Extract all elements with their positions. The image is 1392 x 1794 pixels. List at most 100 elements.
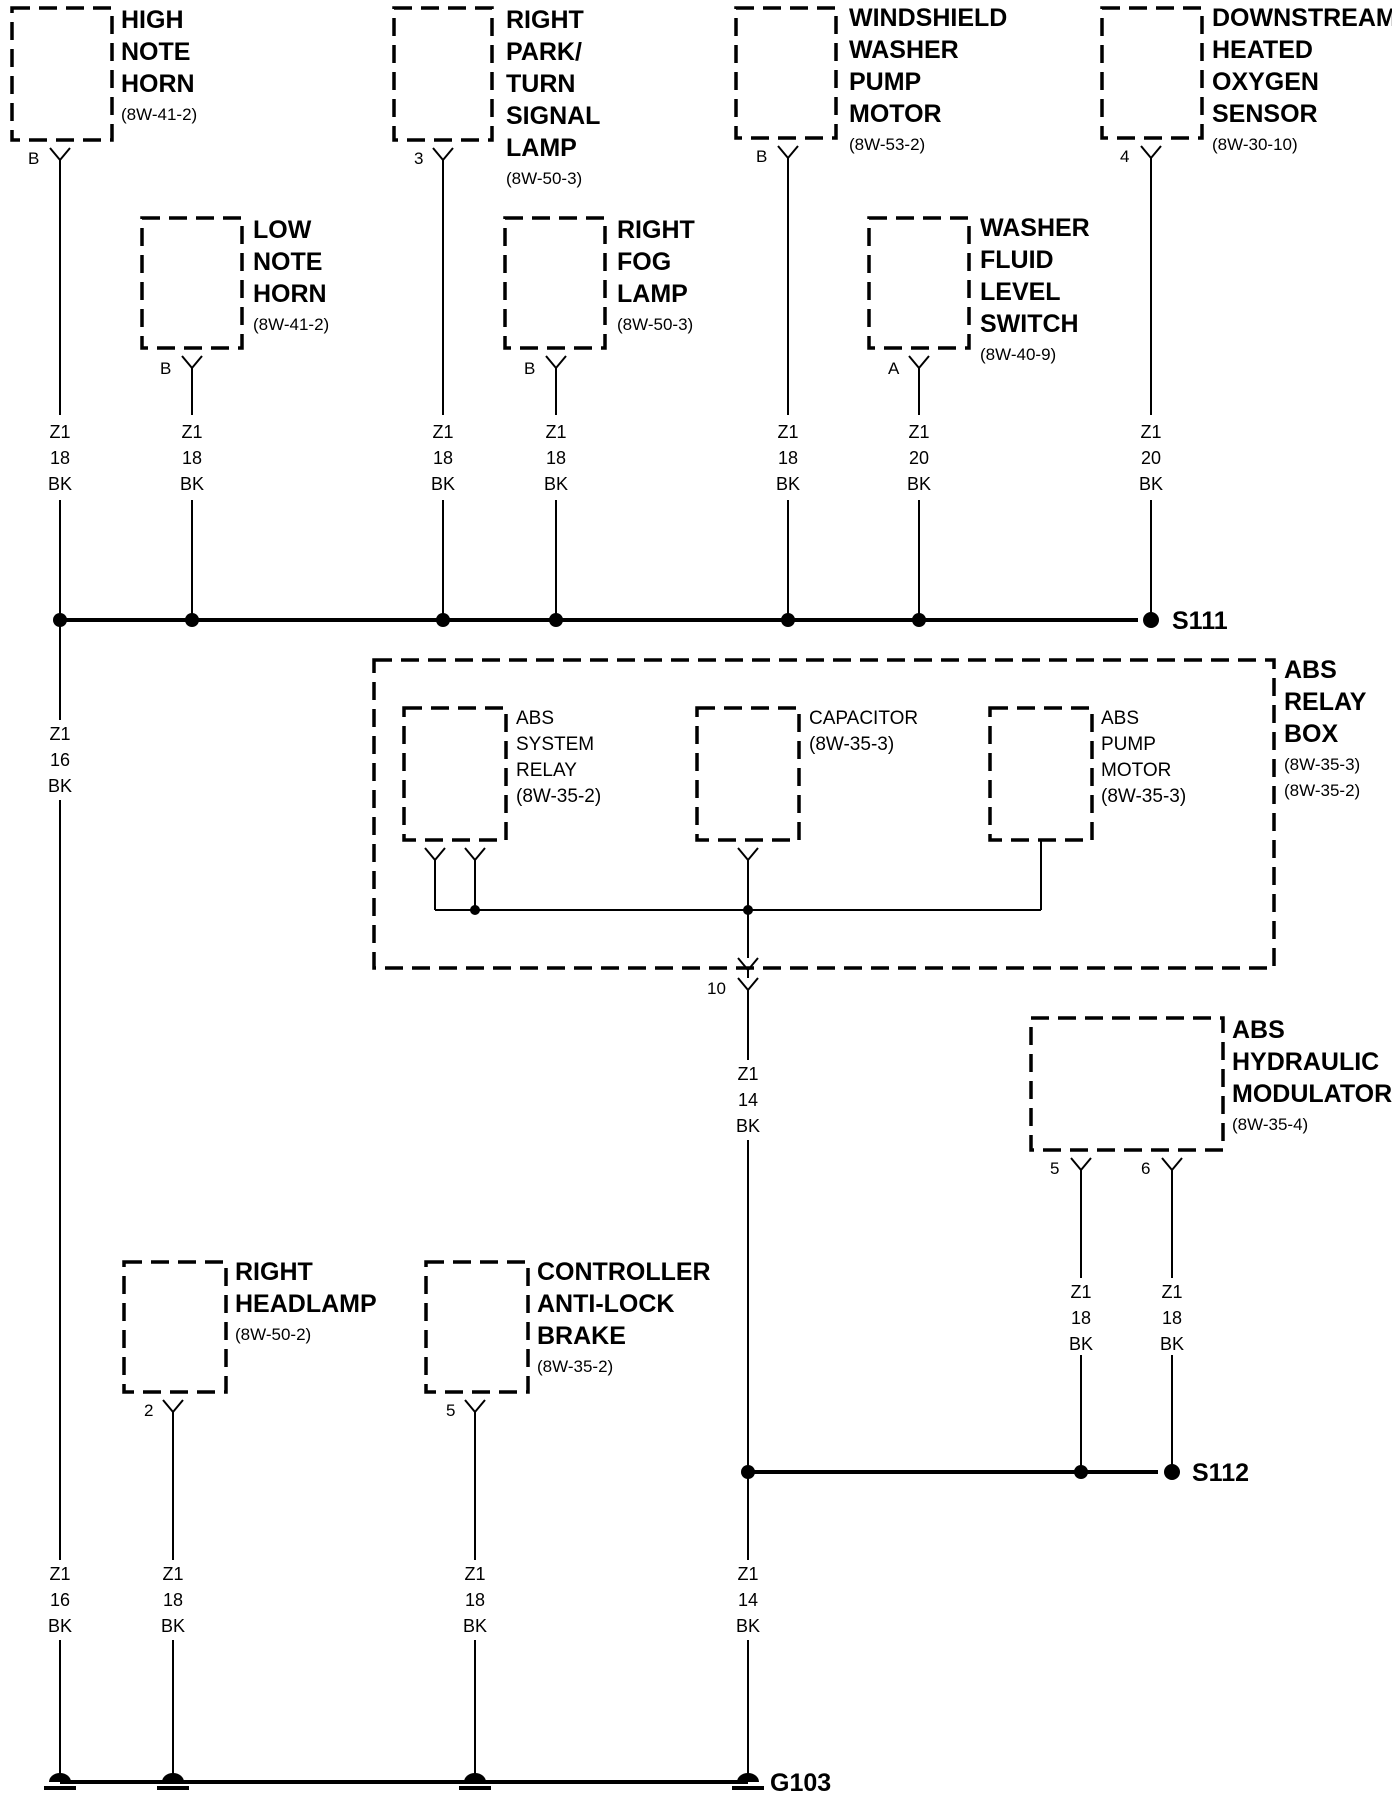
right-park-turn-signal-lamp-box — [392, 6, 494, 142]
splice-dot — [185, 613, 199, 627]
ref-label: (8W-35-3) — [1284, 755, 1360, 774]
label-line: FOG — [617, 248, 671, 276]
right-park-turn-signal-lamp-label: RIGHT PARK/ TURN SIGNAL LAMP (8W-50-3) 3 — [414, 6, 600, 188]
label-line: ABS — [516, 708, 554, 729]
label-line: BOX — [1284, 720, 1339, 748]
svg-text:Z1: Z1 — [49, 724, 70, 744]
svg-text:BK: BK — [736, 1116, 760, 1136]
wire-labels: Z1 18 BK Z1 18 BK Z1 18 BK Z1 18 BK Z1 1… — [48, 422, 1184, 1636]
pin-label: B — [28, 149, 39, 168]
label-line: CAPACITOR — [809, 708, 918, 729]
right-headlamp-label: RIGHT HEADLAMP (8W-50-2) 2 — [144, 1258, 377, 1420]
label-line: HIGH — [121, 6, 184, 34]
splice-dot — [1143, 612, 1159, 628]
abs-system-relay-box — [402, 706, 508, 842]
svg-text:Z1: Z1 — [1161, 1282, 1182, 1302]
ground-label-g103: G103 — [770, 1769, 831, 1794]
label-line: RELAY — [1284, 688, 1367, 716]
splice-dot — [53, 613, 67, 627]
svg-text:16: 16 — [50, 1590, 70, 1610]
wire-label-s112-ground: Z1 14 BK — [736, 1564, 760, 1636]
connector-symbols — [49, 145, 1183, 1420]
label-line: WASHER — [849, 36, 959, 64]
ref-label: (8W-40-9) — [980, 345, 1056, 364]
splice-dot — [549, 613, 563, 627]
pin-label: 4 — [1120, 147, 1129, 166]
label-line: ABS — [1284, 656, 1337, 684]
label-line: ABS — [1101, 708, 1139, 729]
junction-dot — [743, 905, 753, 915]
splice-dot — [781, 613, 795, 627]
ref-label: (8W-35-3) — [1101, 786, 1186, 807]
pin-label: 6 — [1141, 1159, 1150, 1178]
svg-text:Z1: Z1 — [1140, 422, 1161, 442]
wire-label-modulator-6: Z1 18 BK — [1160, 1282, 1184, 1354]
controller-anti-lock-brake-box — [424, 1260, 530, 1394]
capacitor-label: CAPACITOR (8W-35-3) — [809, 708, 918, 755]
pin-label: 3 — [414, 149, 423, 168]
abs-pump-motor-box — [988, 706, 1094, 842]
svg-text:18: 18 — [778, 448, 798, 468]
ref-label: (8W-41-2) — [121, 105, 197, 124]
wire-label-washer-pump: Z1 18 BK — [776, 422, 800, 494]
wire-label-fluid-switch: Z1 20 BK — [907, 422, 931, 494]
wire-label-fog-lamp: Z1 18 BK — [544, 422, 568, 494]
svg-text:BK: BK — [1139, 474, 1163, 494]
svg-text:Z1: Z1 — [777, 422, 798, 442]
svg-text:18: 18 — [465, 1590, 485, 1610]
svg-text:18: 18 — [1162, 1308, 1182, 1328]
svg-text:18: 18 — [182, 448, 202, 468]
label-line: HEATED — [1212, 36, 1313, 64]
ref-label: (8W-35-4) — [1232, 1115, 1308, 1134]
abs-relay-box-label: ABS RELAY BOX (8W-35-3) (8W-35-2) 10 — [707, 656, 1367, 998]
wire-label-modulator-5: Z1 18 BK — [1069, 1282, 1093, 1354]
svg-text:Z1: Z1 — [1070, 1282, 1091, 1302]
right-fog-lamp-box — [503, 216, 607, 350]
low-note-horn-label: LOW NOTE HORN (8W-41-2) B — [160, 216, 329, 378]
label-line: PUMP — [849, 68, 921, 96]
ground-eyelets — [44, 1773, 764, 1790]
right-fog-lamp-label: RIGHT FOG LAMP (8W-50-3) B — [524, 216, 695, 378]
ref-label: (8W-35-2) — [537, 1357, 613, 1376]
label-line: ANTI-LOCK — [537, 1290, 674, 1318]
low-note-horn-box — [140, 216, 244, 350]
abs-hydraulic-modulator-label: ABS HYDRAULIC MODULATOR (8W-35-4) 5 6 — [1050, 1016, 1392, 1178]
label-line: SYSTEM — [516, 734, 594, 755]
svg-text:Z1: Z1 — [908, 422, 929, 442]
label-line: DOWNSTREAM — [1212, 4, 1392, 32]
label-line: WASHER — [980, 214, 1090, 242]
svg-text:14: 14 — [738, 1590, 758, 1610]
wire-label-park-lamp: Z1 18 BK — [431, 422, 455, 494]
svg-text:Z1: Z1 — [737, 1064, 758, 1084]
svg-text:18: 18 — [433, 448, 453, 468]
label-line: FLUID — [980, 246, 1054, 274]
label-line: HEADLAMP — [235, 1290, 377, 1318]
svg-text:BK: BK — [776, 474, 800, 494]
label-line: NOTE — [253, 248, 322, 276]
svg-text:18: 18 — [50, 448, 70, 468]
splice-dot — [741, 1465, 755, 1479]
label-line: ABS — [1232, 1016, 1285, 1044]
splice-label-s112: S112 — [1192, 1459, 1249, 1487]
svg-text:BK: BK — [48, 776, 72, 796]
capacitor-box — [695, 706, 801, 842]
controller-anti-lock-brake-label: CONTROLLER ANTI-LOCK BRAKE (8W-35-2) 5 — [446, 1258, 711, 1420]
label-line: HORN — [253, 280, 327, 308]
ref-label: (8W-35-3) — [809, 734, 894, 755]
wire-label-high-horn: Z1 18 BK — [48, 422, 72, 494]
right-headlamp-box — [122, 1260, 228, 1394]
abs-hydraulic-modulator-box — [1029, 1016, 1225, 1152]
label-line: RELAY — [516, 760, 577, 781]
ref-label: (8W-50-3) — [617, 315, 693, 334]
svg-text:Z1: Z1 — [737, 1564, 758, 1584]
svg-text:BK: BK — [544, 474, 568, 494]
splice-dot — [1164, 1464, 1180, 1480]
label-line: MOTOR — [849, 100, 942, 128]
washer-fluid-level-switch-label: WASHER FLUID LEVEL SWITCH (8W-40-9) A — [888, 214, 1090, 378]
splice-dot — [912, 613, 926, 627]
label-line: NOTE — [121, 38, 190, 66]
svg-text:Z1: Z1 — [545, 422, 566, 442]
label-line: LAMP — [506, 134, 577, 162]
label-line: MODULATOR — [1232, 1080, 1392, 1108]
